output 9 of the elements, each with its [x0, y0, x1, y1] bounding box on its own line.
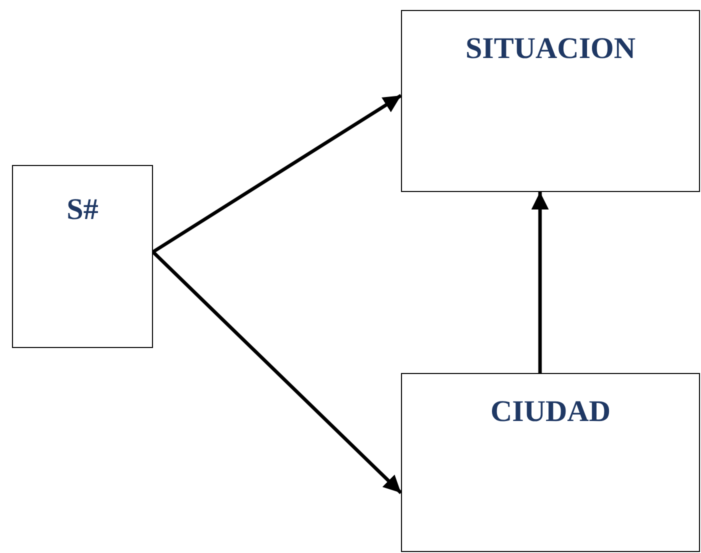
entity-name: SITUACION — [465, 32, 636, 66]
arrow — [152, 94, 402, 254]
arrow — [152, 250, 402, 494]
entity-name: CIUDAD — [490, 395, 610, 429]
entity-name: S# — [66, 193, 98, 227]
entity-box — [401, 10, 700, 192]
entity-box — [401, 373, 700, 552]
entity-box — [12, 165, 153, 348]
arrow — [531, 192, 549, 373]
